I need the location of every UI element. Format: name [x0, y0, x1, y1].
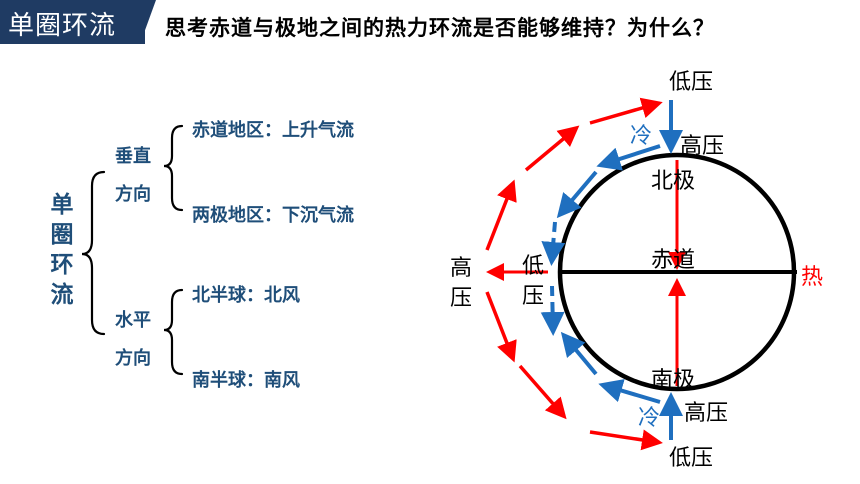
north-surface-arrow-3: [541, 221, 566, 266]
title-tab-slant: [140, 0, 156, 44]
hot-label: 热: [801, 265, 824, 290]
north-surface-arrow-2: [556, 170, 598, 219]
south-surface-arrow-3: [540, 285, 565, 336]
lower-arc-arrow-2: [518, 364, 567, 420]
vertical-label-2: 方向: [115, 184, 151, 205]
root-bracket: [81, 170, 106, 336]
equator-label: 赤道: [651, 248, 696, 273]
south-pole-label: 南极: [651, 368, 696, 393]
vertical-item-equator: 赤道地区：上升气流: [192, 120, 354, 141]
horizontal-label-2: 方向: [115, 348, 151, 369]
lower-arc-arrow-1: [485, 291, 517, 363]
upper-arc-arrow-3: [485, 179, 517, 251]
left-low-label-1: 低: [522, 254, 545, 279]
bottom-cold-label: 冷: [638, 406, 661, 431]
horizontal-label-1: 水平: [115, 310, 151, 331]
top-cold-label: 冷: [630, 124, 653, 149]
vertical-item-poles: 两极地区：下沉气流: [192, 205, 354, 226]
north-high-pressure-label: 高压: [680, 134, 725, 159]
south-high-pressure-label: 高压: [684, 401, 729, 426]
left-low-label-2: 压: [522, 284, 545, 309]
left-high-label-2: 压: [450, 286, 473, 311]
vertical-bracket: [163, 124, 184, 212]
upper-arc-arrow-1: [589, 97, 663, 125]
south-surface-arrow-2: [560, 331, 598, 376]
root-label: 单 圈 环 流: [50, 192, 74, 308]
left-high-label-1: 高: [450, 256, 473, 281]
top-low-pressure-label: 低压: [669, 70, 714, 95]
lower-arc-arrow-3: [589, 429, 663, 451]
question-heading: 思考赤道与极地之间的热力环流是否能够维持？为什么？: [165, 16, 715, 40]
north-pole-label: 北极: [651, 169, 696, 194]
horizontal-item-north: 北半球：北风: [192, 285, 300, 306]
south-surface-arrow-1: [598, 379, 661, 404]
bottom-low-pressure-label: 低压: [669, 446, 714, 471]
title-tab: [0, 0, 145, 44]
horizontal-item-south: 南半球：南风: [192, 370, 300, 391]
north-surface-arrow-1: [596, 144, 661, 171]
horizontal-bracket: [163, 288, 184, 376]
upper-arc-arrow-2: [524, 125, 580, 172]
section-title: 单圈环流: [8, 11, 117, 41]
vertical-label-1: 垂直: [115, 146, 151, 167]
